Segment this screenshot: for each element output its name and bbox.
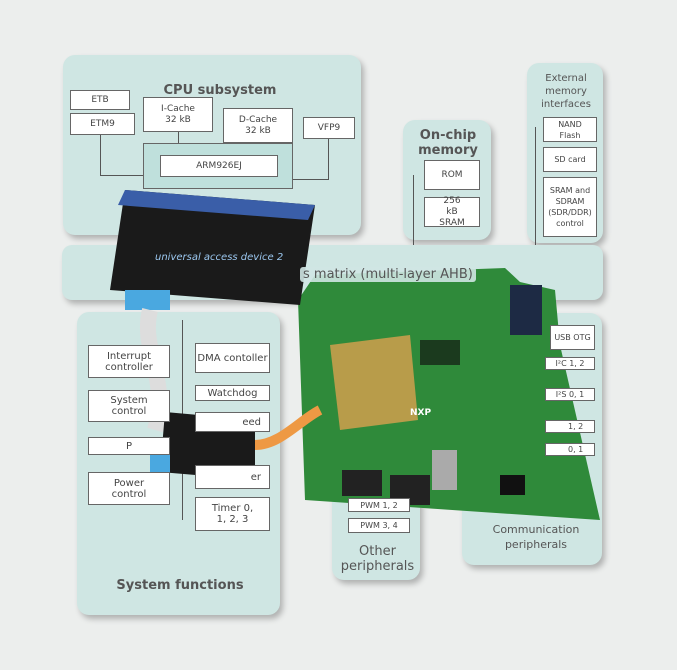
connector-line [328,139,329,179]
vfp9-box: VFP9 [303,117,355,139]
p-box: P [88,437,170,455]
device-brand: universal access device 2 [155,252,283,263]
nand-flash-box: NAND Flash [543,117,597,142]
serial-port [510,285,542,335]
etb-box: ETB [70,90,130,110]
connector-line [290,179,329,180]
watchdog-box: Watchdog [195,385,270,401]
i2s-box: I²S 0, 1 [545,388,595,401]
sdram-control-box: SRAM and SDRAM (SDR/DDR) control [543,177,597,237]
comm-1-2-box: 1, 2 [545,420,595,433]
chip [420,340,460,365]
system-control-box: System control [88,390,170,422]
communication-peripherals-title: Communication peripherals [492,523,580,551]
connector-line [100,130,101,175]
rom-box: ROM [424,160,480,190]
connector-line [178,132,179,144]
nxp-logo: NXP [410,408,431,418]
connector-line [413,175,414,250]
ethernet-jack [432,450,457,490]
interrupt-controller-box: Interrupt controller [88,345,170,378]
cpu-subsystem-title: CPU subsystem [163,83,277,98]
other-peripherals-title: Other peripherals [340,544,415,574]
external-memory-title: External memory interfaces [541,73,591,110]
icache-box: I-Cache 32 kB [143,97,213,132]
i2c-box: I²C 1, 2 [545,357,595,370]
onchip-memory-title: On-chip memory [418,128,478,158]
etm9-box: ETM9 [70,113,135,135]
pwm-1-2-box: PWM 1, 2 [348,498,410,512]
comm-0-1-box: 0, 1 [545,443,595,456]
connector-line [535,127,536,250]
dma-controller-box: DMA contoller [195,343,270,373]
pwm-3-4-box: PWM 3, 4 [348,518,410,533]
sram-box: 256 kB SRAM [424,196,480,228]
power-control-box: Power control [88,472,170,505]
connector-left [342,470,382,496]
ribbon-connector [125,290,170,310]
debug-device-body [110,190,315,305]
connector-line [100,175,145,176]
cpu-module [330,335,418,430]
debug-device-top [118,190,315,220]
er-box: er [195,465,270,489]
arm926ej-box: ARM926EJ [160,155,278,177]
rainbow-cable [254,405,323,450]
dcache-box: D-Cache 32 kB [223,108,293,143]
system-functions-title: System functions [116,578,244,593]
timer-box: Timer 0, 1, 2, 3 [195,497,270,531]
sd-card-box: SD card [543,147,597,172]
bus-matrix-label: s matrix (multi-layer AHB) [300,267,476,282]
usb-otg-box: USB OTG [550,325,595,350]
chip [500,475,525,495]
eed-box: eed [195,412,270,432]
